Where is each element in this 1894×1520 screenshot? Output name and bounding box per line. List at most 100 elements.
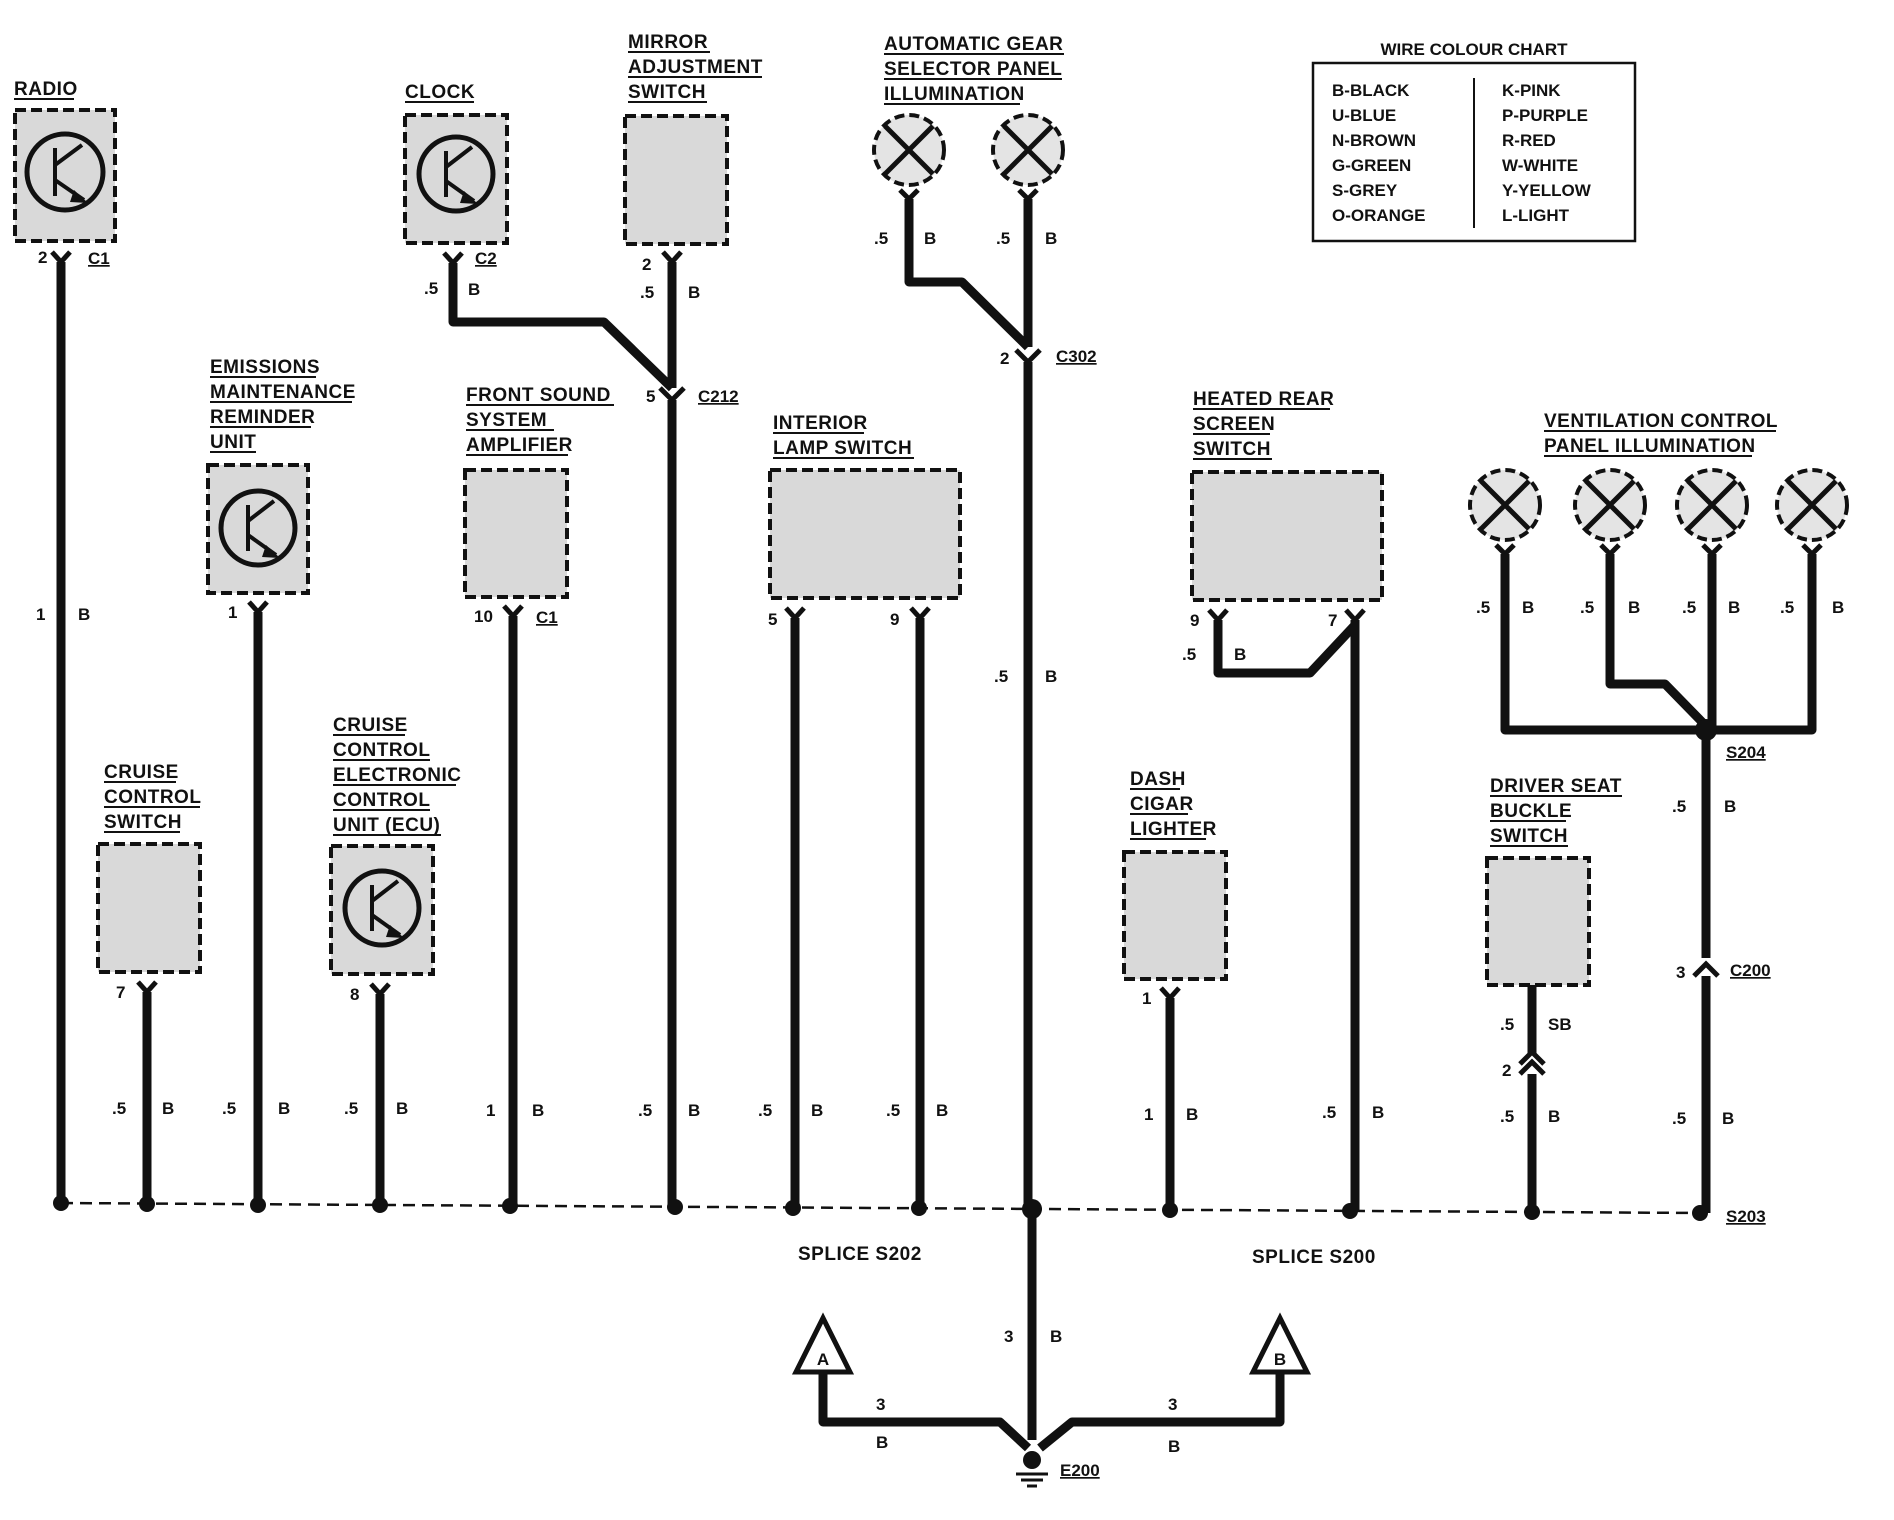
connector-c1: C1	[536, 608, 558, 627]
splice-s203-label: S203	[1726, 1207, 1766, 1226]
wire-colour: B	[1168, 1437, 1180, 1456]
wire-size: .5	[758, 1101, 772, 1120]
wire-size: 1	[36, 605, 45, 624]
cigar-label: CIGAR	[1130, 794, 1194, 815]
interior-lamp-switch: INTERIOR LAMP SWITCH 5 9 .5 B .5 B	[758, 413, 962, 1208]
connector-c2: C2	[475, 249, 497, 268]
heated-label: SWITCH	[1193, 439, 1271, 460]
ground-e200-section: 3 B SPLICE S202 SPLICE S200 A B 3 B 3 B …	[791, 1209, 1376, 1488]
pin-number: 7	[1328, 611, 1337, 630]
ventilation-label: VENTILATION CONTROL	[1544, 411, 1778, 432]
gear-label: AUTOMATIC GEAR	[884, 34, 1063, 55]
wire-colour: B	[688, 1101, 700, 1120]
wire-colour: B	[278, 1099, 290, 1118]
chart-entry: Y-YELLOW	[1502, 181, 1592, 200]
ground-symbol-b	[1248, 1312, 1312, 1375]
dash-cigar-lighter: DASH CIGAR LIGHTER 1 1 B	[1122, 769, 1228, 1210]
wire-colour: B	[811, 1101, 823, 1120]
ground-point	[1023, 1451, 1041, 1469]
wire-size: .5	[1322, 1103, 1336, 1122]
wire-size: .5	[1580, 598, 1594, 617]
clock-label: CLOCK	[405, 82, 475, 103]
gear-selector-illumination: AUTOMATIC GEAR SELECTOR PANEL ILLUMINATI…	[872, 34, 1097, 1209]
pin-number: 5	[646, 387, 655, 406]
wire-size: .5	[1476, 598, 1490, 617]
wire-colour: B	[78, 605, 90, 624]
interior-label: LAMP SWITCH	[773, 438, 912, 459]
buckle-label: BUCKLE	[1490, 801, 1572, 822]
ground-symbol-b-letter: B	[1274, 1350, 1286, 1369]
emissions-label: EMISSIONS	[210, 357, 320, 378]
transistor-icon	[416, 134, 496, 214]
wire-colour: B	[1045, 229, 1057, 248]
wire-size: .5	[1672, 797, 1686, 816]
wire-size: 1	[1144, 1105, 1153, 1124]
wire-colour: B	[1722, 1109, 1734, 1128]
ground-e200-label: E200	[1060, 1461, 1100, 1480]
wire-size: .5	[1500, 1015, 1514, 1034]
cruise-switch-label: SWITCH	[104, 812, 182, 833]
amplifier-label: AMPLIFIER	[466, 435, 573, 456]
cruise-ecu-label: UNIT (ECU)	[333, 815, 440, 836]
pin-number: 8	[350, 985, 359, 1004]
buckle-label: SWITCH	[1490, 826, 1568, 847]
splice-s202-label: SPLICE S202	[798, 1244, 922, 1265]
wire-size: .5	[1780, 598, 1794, 617]
wire-size: .5	[112, 1099, 126, 1118]
splice-s200-label: SPLICE S200	[1252, 1247, 1376, 1268]
wire-size: .5	[424, 279, 438, 298]
wire-colour: B	[532, 1101, 544, 1120]
connector-c302: C302	[1056, 347, 1097, 366]
wire-colour: B	[1548, 1107, 1560, 1126]
chart-entry: W-WHITE	[1502, 156, 1578, 175]
wire-colour: SB	[1548, 1015, 1572, 1034]
radio: RADIO 2 C1 1 B	[13, 79, 117, 1203]
cruise-ecu-label: CRUISE	[333, 715, 408, 736]
wire-size: .5	[1500, 1107, 1514, 1126]
wire-size: .5	[344, 1099, 358, 1118]
pin-number: 3	[1676, 963, 1685, 982]
wire-colour: B	[688, 283, 700, 302]
heated-label: HEATED REAR	[1193, 389, 1334, 410]
wire-colour: B	[1832, 598, 1844, 617]
chart-entry: U-BLUE	[1332, 106, 1396, 125]
chart-entry: K-PINK	[1502, 81, 1561, 100]
wire-size: 3	[1168, 1395, 1177, 1414]
transistor-icon	[218, 488, 298, 568]
amplifier-label: FRONT SOUND	[466, 385, 611, 406]
cruise-ecu-label: CONTROL	[333, 790, 430, 811]
wire-size: .5	[638, 1101, 652, 1120]
wire-colour: B	[468, 280, 480, 299]
emissions-label: UNIT	[210, 432, 256, 453]
wire-colour: B	[1186, 1105, 1198, 1124]
wire-colour: B	[1372, 1103, 1384, 1122]
amplifier-label: SYSTEM	[466, 410, 547, 431]
wire-colour: B	[1724, 797, 1736, 816]
chart-entry: N-BROWN	[1332, 131, 1416, 150]
chart-entry: L-LIGHT	[1502, 206, 1570, 225]
transistor-icon	[342, 868, 422, 948]
wire-colour: B	[396, 1099, 408, 1118]
wire-size: .5	[994, 667, 1008, 686]
emissions-label: REMINDER	[210, 407, 315, 428]
wire-size: 3	[876, 1395, 885, 1414]
mirror-adjustment-switch: MIRROR ADJUSTMENT SWITCH 2 .5 B 5 C212 .…	[623, 32, 762, 1206]
pin-number: 9	[890, 610, 899, 629]
connector-c1: C1	[88, 249, 110, 268]
splice-s204-label: S204	[1726, 743, 1766, 762]
chart-entry: S-GREY	[1332, 181, 1398, 200]
wire-colour: B	[1628, 598, 1640, 617]
wire-colour-chart-title: WIRE COLOUR CHART	[1381, 40, 1569, 59]
wire-colour: B	[936, 1101, 948, 1120]
wire-colour: B	[1728, 598, 1740, 617]
wire-colour: B	[1050, 1327, 1062, 1346]
ground-symbol-a	[791, 1312, 855, 1375]
pin-number: 9	[1190, 611, 1199, 630]
wire-size: 3	[1004, 1327, 1013, 1346]
pin-number: 2	[38, 248, 47, 267]
mirror-label: SWITCH	[628, 82, 706, 103]
pin-number: 2	[642, 255, 651, 274]
wire-size: .5	[1182, 645, 1196, 664]
emissions-label: MAINTENANCE	[210, 382, 356, 403]
